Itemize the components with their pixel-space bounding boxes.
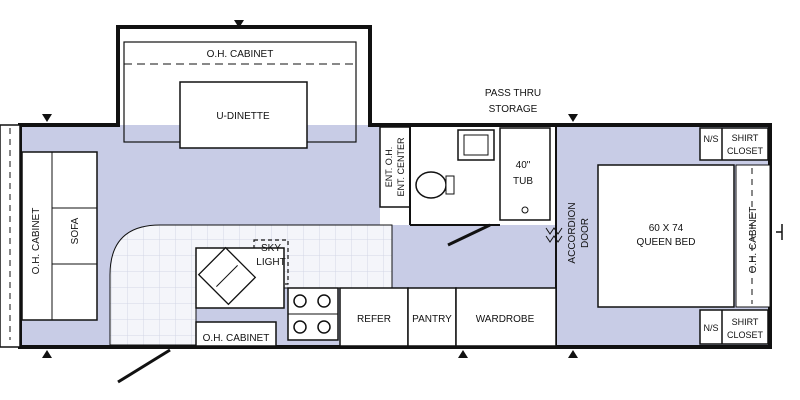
burner (293, 294, 307, 308)
slide-markers (42, 20, 783, 358)
label-oh-cabinet-top: O.H. CABINET (207, 49, 274, 60)
refer (339, 287, 409, 347)
tub (499, 127, 551, 221)
label-oh-cabinet-right: O.H. CABINET (748, 207, 759, 274)
bed-area (597, 164, 735, 308)
walls (18, 25, 772, 349)
label-ns-top: N/S (703, 134, 718, 144)
label-light: LIGHT (256, 257, 285, 268)
toilet (415, 171, 447, 199)
pantry (407, 287, 457, 347)
label-ent-center: ENT. CENTER (396, 137, 406, 197)
sofa-area (0, 124, 98, 348)
label-u-dinette: U-DINETTE (216, 111, 270, 122)
entry-door[interactable] (117, 348, 171, 384)
wardrobe (455, 287, 557, 347)
label-bed-size: 60 X 74 (649, 223, 684, 234)
label-closet-bottom: CLOSET (727, 330, 764, 340)
label-queen-bed: QUEEN BED (637, 237, 696, 248)
bedroom-closets (699, 127, 771, 345)
burner (293, 320, 307, 334)
bathroom-door[interactable] (447, 223, 491, 247)
label-sofa: SOFA (70, 217, 81, 244)
dinette-slideout (123, 41, 357, 149)
label-wardrobe: WARDROBE (476, 314, 535, 325)
label-shirt-bottom: SHIRT (732, 317, 759, 327)
label-tub-size: 40" (516, 160, 531, 171)
label-closet-top: CLOSET (727, 146, 764, 156)
entertainment-center (379, 126, 411, 208)
dinette-table (179, 81, 308, 149)
bathroom (409, 125, 551, 247)
label-pass-thru: PASS THRU (485, 88, 541, 99)
kitchen (195, 239, 557, 347)
label-refer: REFER (357, 314, 391, 325)
burner (317, 320, 331, 334)
label-storage: STORAGE (489, 104, 538, 115)
label-door: DOOR (580, 218, 591, 248)
label-ent-oh: ENT. O.H. (384, 147, 394, 188)
labels: O.H. CABINET U-DINETTE PASS THRU STORAGE… (31, 49, 764, 344)
label-tub: TUB (513, 176, 533, 187)
sofa (21, 151, 98, 321)
label-oh-cabinet-kitchen: O.H. CABINET (203, 333, 270, 344)
label-ns-bottom: N/S (703, 323, 718, 333)
label-pantry: PANTRY (412, 314, 452, 325)
label-sky: SKY (261, 243, 281, 254)
burner (317, 294, 331, 308)
label-oh-cabinet-left: O.H. CABINET (31, 208, 42, 275)
label-shirt-top: SHIRT (732, 133, 759, 143)
label-accordion: ACCORDION (567, 202, 578, 263)
